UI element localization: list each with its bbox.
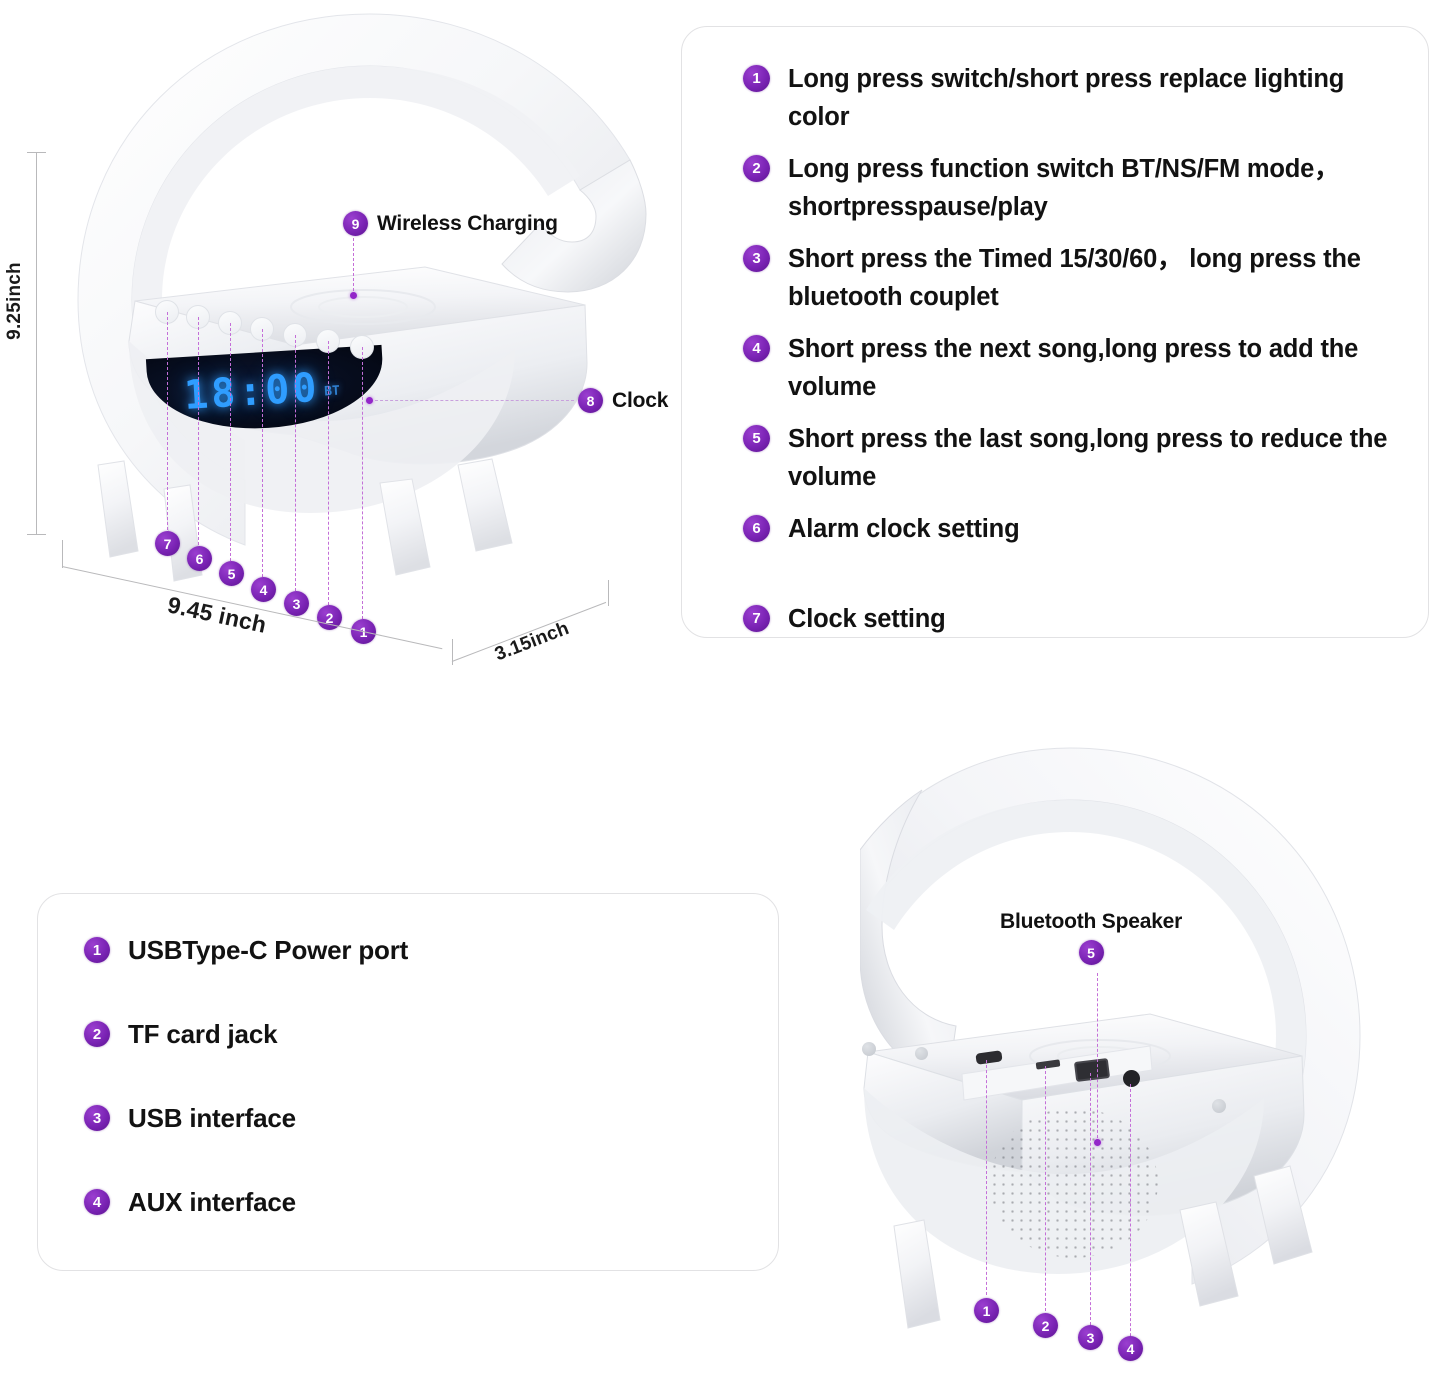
instruction-badge-7: 7 xyxy=(743,605,770,632)
callout-badge-5: 5 xyxy=(1078,940,1104,965)
list-item: 7 Clock setting xyxy=(743,600,1415,638)
instruction-text-5: Short press the last song,long press to … xyxy=(788,425,1388,491)
button-badge-6: 6 xyxy=(187,546,212,571)
dimension-tick-height-bottom xyxy=(27,534,46,536)
aux-jack[interactable] xyxy=(1123,1070,1140,1087)
port-text-4: AUX interface xyxy=(128,1187,296,1217)
usb-a-port[interactable] xyxy=(1073,1058,1111,1082)
instruction-text-6: Alarm clock setting xyxy=(788,515,1020,543)
rear-port-badge-4: 4 xyxy=(1118,1336,1143,1361)
instruction-badge-5: 5 xyxy=(743,425,770,452)
dimension-tick-height-top xyxy=(27,152,46,154)
rear-port-badge-2: 2 xyxy=(1033,1313,1058,1338)
port-badge-3: 3 xyxy=(84,1105,110,1131)
bt-indicator: BT xyxy=(323,383,341,400)
product-rear-image xyxy=(840,720,1445,1377)
leader-button-1 xyxy=(362,347,363,619)
leader-port-4 xyxy=(1130,1084,1131,1356)
instruction-badge-1: 1 xyxy=(743,65,770,92)
dimension-tick-depth-left xyxy=(452,639,454,665)
list-item: 1 Long press switch/short press replace … xyxy=(743,60,1415,136)
port-list: 1 USBType-C Power port 2 TF card jack 3 … xyxy=(84,935,724,1217)
screw-right xyxy=(1212,1099,1226,1113)
port-badge-1: 1 xyxy=(84,937,110,963)
button-badge-7: 7 xyxy=(155,531,180,556)
button-badge-4: 4 xyxy=(251,577,276,602)
port-text-3: USB interface xyxy=(128,1103,296,1133)
port-text-1: USBType-C Power port xyxy=(128,935,409,965)
speaker-grille xyxy=(990,1108,1158,1258)
callout-wireless-charging: 9 Wireless Charging xyxy=(343,211,558,236)
leader-bluetooth-speaker xyxy=(1097,973,1098,1143)
list-item: 2 Long press function switch BT/NS/FM mo… xyxy=(743,150,1415,226)
instruction-badge-3: 3 xyxy=(743,245,770,272)
callout-clock: 8 Clock xyxy=(578,388,668,413)
leader-dot-bluetooth-speaker xyxy=(1094,1139,1101,1146)
leader-wireless-charging xyxy=(353,238,354,296)
callout-label-clock: Clock xyxy=(612,388,669,412)
port-badge-2: 2 xyxy=(84,1021,110,1047)
leader-button-2 xyxy=(328,341,329,605)
callout-badge-8: 8 xyxy=(578,388,603,413)
list-item: 3 USB interface xyxy=(84,1103,724,1133)
dimension-tick-width-left xyxy=(62,540,64,568)
leader-button-7 xyxy=(167,312,168,530)
instruction-text-7: Clock setting xyxy=(788,605,946,633)
leader-dot-wireless-charging xyxy=(350,292,357,299)
list-item: 6 Alarm clock setting xyxy=(743,510,1415,548)
instruction-badge-6: 6 xyxy=(743,515,770,542)
callout-label-bluetooth-speaker: Bluetooth Speaker xyxy=(1000,910,1183,933)
port-badge-4: 4 xyxy=(84,1189,110,1215)
leader-button-6 xyxy=(198,317,199,545)
instruction-badge-4: 4 xyxy=(743,335,770,362)
rear-port-badge-3: 3 xyxy=(1078,1325,1103,1350)
dimension-tick-depth-right xyxy=(608,580,610,606)
instruction-text-4: Short press the next song,long press to … xyxy=(788,335,1359,401)
list-item: 3 Short press the Timed 15/30/60， long p… xyxy=(743,240,1415,316)
list-item: 2 TF card jack xyxy=(84,1019,724,1049)
list-item: 4 AUX interface xyxy=(84,1187,724,1217)
product-base-rear xyxy=(863,1013,1313,1329)
button-badge-5: 5 xyxy=(219,561,244,586)
product-front-image: 18:00 BT xyxy=(0,0,680,690)
leader-port-3 xyxy=(1090,1073,1091,1335)
leader-port-2 xyxy=(1045,1066,1046,1316)
leader-clock xyxy=(370,400,574,401)
leader-button-4 xyxy=(262,329,263,577)
screw-left xyxy=(862,1042,876,1056)
leader-button-3 xyxy=(295,335,296,591)
dimension-line-height xyxy=(36,152,38,535)
list-item: 1 USBType-C Power port xyxy=(84,935,724,965)
clock-time: 18:00 xyxy=(182,364,321,419)
g-lamp-arc xyxy=(77,13,647,546)
leader-dot-clock xyxy=(366,397,373,404)
control-instructions-list: 1 Long press switch/short press replace … xyxy=(743,60,1415,652)
screw-mid xyxy=(915,1047,928,1060)
dimension-label-height: 9.25inch xyxy=(3,262,25,340)
control-instructions-panel xyxy=(681,26,1429,638)
button-badge-3: 3 xyxy=(284,591,309,616)
instruction-text-2: Long press function switch BT/NS/FM mode… xyxy=(788,155,1340,221)
instruction-text-1: Long press switch/short press replace li… xyxy=(788,65,1345,131)
rear-port-badge-1: 1 xyxy=(974,1298,999,1323)
leader-port-1 xyxy=(986,1060,987,1295)
port-list-panel xyxy=(37,893,779,1271)
port-text-2: TF card jack xyxy=(128,1019,278,1049)
list-item: 5 Short press the last song,long press t… xyxy=(743,420,1415,496)
leader-button-5 xyxy=(230,323,231,561)
callout-bluetooth-speaker: Bluetooth Speaker 5 xyxy=(1000,910,1182,965)
instruction-text-3: Short press the Timed 15/30/60， long pre… xyxy=(788,245,1361,311)
callout-badge-9: 9 xyxy=(343,211,368,236)
instruction-badge-2: 2 xyxy=(743,155,770,182)
callout-label-wireless-charging: Wireless Charging xyxy=(377,211,558,235)
button-badge-2: 2 xyxy=(317,605,342,630)
list-item: 4 Short press the next song,long press t… xyxy=(743,330,1415,406)
product-legs xyxy=(97,458,513,582)
